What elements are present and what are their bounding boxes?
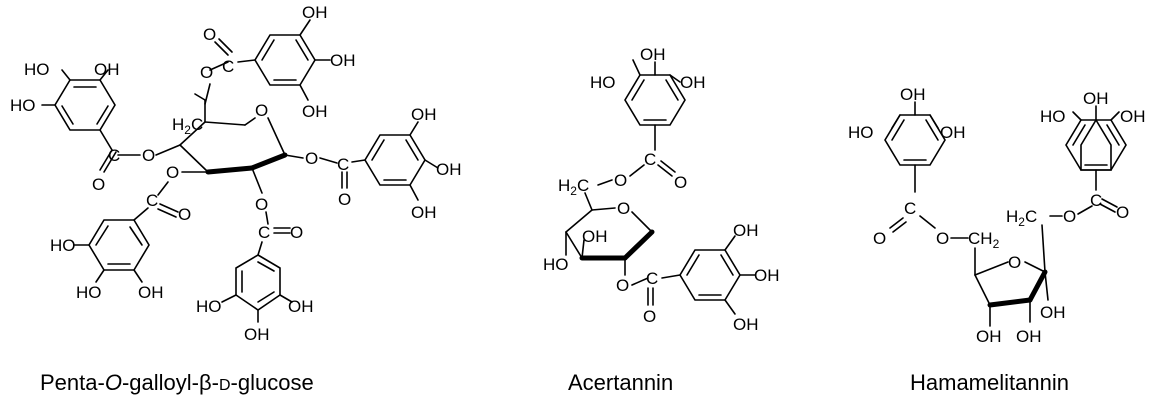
oh-label: OH	[1016, 327, 1042, 346]
carbonyl-c: C	[108, 146, 120, 165]
carbonyl-o: O	[290, 223, 303, 242]
structure-hamamelitannin: OH HO OH C O O CH2 O OH OH OH H2C O C	[848, 85, 1146, 395]
oh-label: OH	[1040, 303, 1066, 322]
galloyl-ring-left: OH HO OH C O O CH2	[848, 85, 1000, 276]
oh-label: HO	[196, 297, 222, 316]
sugar-ring: O OH HO O C O	[543, 192, 681, 326]
ester-o: O	[305, 149, 318, 168]
ring-oxygen: O	[617, 199, 630, 218]
carbonyl-o: O	[1116, 203, 1129, 222]
carbonyl-o: O	[873, 229, 886, 248]
oh-label: OH	[302, 3, 328, 22]
carbonyl-o: O	[338, 190, 351, 209]
h2c-label: H2C	[558, 176, 589, 198]
structure-acertannin: OH HO OH C O O H2C O OH HO O C O	[543, 45, 780, 395]
oh-label: OH	[411, 105, 437, 124]
h2c-label: H2C	[172, 115, 203, 137]
ring-oxygen: O	[255, 101, 268, 120]
galloyl-ring-left: C O HO HO OH	[50, 181, 191, 302]
oh-label: HO	[24, 60, 50, 79]
oh-label: OH	[302, 102, 328, 121]
structure-pgg: HO OH HO C O O O H2C O O O O C	[10, 3, 462, 395]
carbonyl-c: C	[646, 269, 658, 288]
oh-label: OH	[1083, 89, 1109, 108]
oh-label: OH	[582, 227, 608, 246]
carbonyl-o: O	[674, 173, 687, 192]
oh-label: HO	[76, 283, 102, 302]
ester-o: O	[614, 171, 627, 190]
galloyl-ring-top-left: HO OH HO C O O	[10, 60, 181, 194]
oh-label: HO	[848, 123, 874, 142]
oh-label: OH	[754, 266, 780, 285]
caption-pgg: Penta-O-galloyl-β-D-glucose	[40, 370, 314, 395]
oh-label: OH	[680, 73, 706, 92]
h2c-label: H2C	[1006, 207, 1037, 229]
oh-label: OH	[733, 221, 759, 240]
oh-label: OH	[138, 283, 164, 302]
oh-label: OH	[244, 325, 270, 344]
ester-o: O	[255, 195, 268, 214]
galloyl-ring-top: OH HO OH C O O H2C	[558, 45, 706, 198]
galloyl-ring-right: OH OH OH	[679, 221, 780, 334]
carbonyl-o: O	[643, 307, 656, 326]
ester-o: O	[616, 276, 629, 295]
oh-label: OH	[330, 51, 356, 70]
galloyl-ring-right: C O OH HO OH	[1040, 89, 1146, 222]
carbonyl-c: C	[904, 199, 916, 218]
carbonyl-c: C	[644, 150, 656, 169]
carbonyl-c: C	[222, 57, 234, 76]
ester-o: O	[200, 63, 213, 82]
ester-o: O	[936, 229, 949, 248]
galloyl-ring-top: C O OH OH OH	[203, 3, 356, 121]
carbonyl-c: C	[1090, 191, 1102, 210]
oh-label: HO	[543, 255, 569, 274]
carbonyl-c: C	[258, 223, 270, 242]
carbonyl-o: O	[203, 25, 216, 44]
carbonyl-o: O	[92, 175, 105, 194]
galloyl-ring-right: C O OH OH OH	[319, 105, 462, 222]
oh-label: OH	[1120, 107, 1146, 126]
oh-label: HO	[590, 73, 616, 92]
oh-label: OH	[900, 85, 926, 104]
oh-label: OH	[436, 160, 462, 179]
galloyl-ring-bottom: C O HO OH OH	[196, 211, 314, 344]
oh-label: HO	[50, 236, 76, 255]
oh-label: OH	[940, 123, 966, 142]
ester-o: O	[142, 146, 155, 165]
glucose-ring: O H2C O O O O	[166, 63, 318, 214]
furanose-ring: O OH OH OH H2C O	[974, 205, 1093, 346]
carbonyl-o: O	[178, 205, 191, 224]
ring-oxygen: O	[1008, 253, 1021, 272]
ch2-label: CH2	[968, 229, 1000, 251]
ester-o: O	[166, 163, 179, 182]
oh-label: OH	[411, 203, 437, 222]
oh-label: OH	[288, 297, 314, 316]
caption-hamamelitannin: Hamamelitannin	[910, 370, 1069, 395]
ester-o: O	[1063, 207, 1076, 226]
oh-label: HO	[10, 96, 36, 115]
caption-acertannin: Acertannin	[568, 370, 673, 395]
oh-label: OH	[94, 60, 120, 79]
carbonyl-c: C	[146, 191, 158, 210]
oh-label: HO	[1040, 107, 1066, 126]
carbonyl-c: C	[337, 155, 349, 174]
oh-label: OH	[640, 45, 666, 64]
oh-label: OH	[976, 327, 1002, 346]
oh-label: OH	[733, 315, 759, 334]
